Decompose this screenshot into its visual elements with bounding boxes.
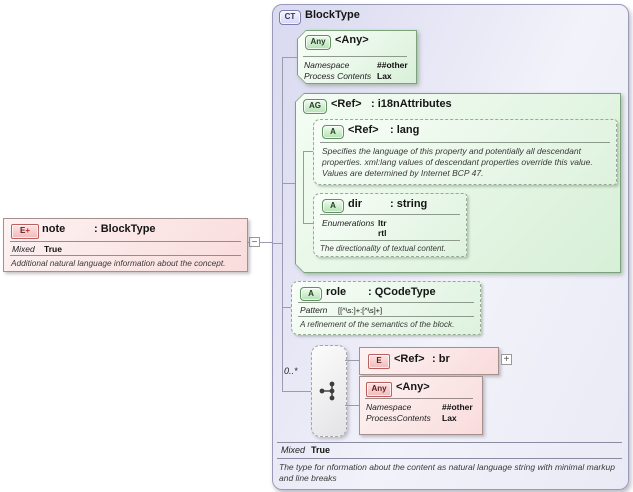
property-label: Process Contents bbox=[304, 71, 372, 81]
connector-line bbox=[282, 307, 291, 308]
element-name: <Ref> bbox=[394, 353, 425, 365]
dir-attribute-box[interactable]: A dir : string Enumerations ltr rtl The … bbox=[313, 193, 467, 257]
attribute-type: : lang bbox=[390, 124, 420, 136]
plus-icon: + bbox=[503, 354, 510, 365]
divider bbox=[298, 302, 474, 303]
attribute-name: dir bbox=[348, 198, 363, 210]
mixed-label: Mixed bbox=[281, 445, 306, 455]
divider bbox=[320, 240, 460, 241]
complex-type-container[interactable]: CT BlockType Any <Any> Namespace ##other… bbox=[272, 4, 629, 490]
connector-line bbox=[282, 57, 283, 391]
divider bbox=[303, 56, 407, 57]
divider bbox=[277, 442, 622, 443]
choice-icon bbox=[319, 381, 335, 401]
element-badge: E+ bbox=[11, 224, 39, 239]
property-label: Namespace bbox=[304, 60, 350, 70]
enumerations-label: Enumerations bbox=[322, 218, 375, 228]
attribute-group-name: <Ref> bbox=[331, 98, 362, 110]
element-type: : br bbox=[432, 353, 450, 365]
any-badge: Any bbox=[366, 382, 392, 397]
divider bbox=[320, 214, 460, 215]
attribute-type: : QCodeType bbox=[368, 286, 436, 298]
property-value: Lax bbox=[442, 413, 457, 423]
mixed-value: True bbox=[311, 445, 331, 455]
plus-icon: + bbox=[25, 226, 30, 235]
complex-type-description: The type for nformation about the conten… bbox=[279, 462, 615, 483]
attribute-badge: A bbox=[300, 287, 322, 301]
connector-line bbox=[303, 223, 313, 224]
role-attribute-box[interactable]: A role : QCodeType Pattern [[^\s:]+:[^\s… bbox=[291, 281, 481, 335]
connector-line bbox=[303, 151, 304, 223]
element-badge: E bbox=[368, 354, 390, 369]
attribute-badge: A bbox=[322, 199, 344, 213]
divider bbox=[10, 241, 241, 242]
property-label: ProcessContents bbox=[366, 413, 431, 423]
minus-icon: − bbox=[251, 237, 258, 248]
connector-line bbox=[282, 391, 311, 392]
any-attribute-box[interactable]: Any <Any> Namespace ##other Process Cont… bbox=[297, 30, 417, 84]
property-value: ##other bbox=[442, 402, 473, 412]
collapse-button[interactable]: − bbox=[249, 237, 260, 248]
connector-line bbox=[273, 243, 282, 244]
attribute-name: role bbox=[326, 286, 347, 298]
br-element-box[interactable]: E <Ref> : br bbox=[359, 347, 499, 375]
expand-button[interactable]: + bbox=[501, 354, 512, 365]
wildcard-name: <Any> bbox=[335, 34, 369, 46]
divider bbox=[298, 316, 474, 317]
mixed-label: Mixed bbox=[12, 244, 35, 254]
any-badge: Any bbox=[305, 35, 331, 50]
attribute-type: : string bbox=[390, 198, 428, 210]
connector-line bbox=[345, 360, 359, 361]
property-value: ##other bbox=[377, 60, 408, 70]
mixed-value: True bbox=[44, 244, 62, 254]
connector-line bbox=[303, 151, 313, 152]
divider bbox=[10, 255, 241, 256]
lang-attribute-box[interactable]: A <Ref> : lang Specifies the language of… bbox=[313, 119, 617, 185]
any-element-box[interactable]: Any <Any> Namespace ##other ProcessConte… bbox=[359, 376, 483, 435]
attribute-group-badge: AG bbox=[303, 99, 327, 114]
attribute-badge: A bbox=[322, 125, 344, 139]
cardinality-label: 0..* bbox=[284, 366, 298, 376]
connector-line bbox=[282, 183, 295, 184]
attribute-description: A refinement of the semantics of the blo… bbox=[300, 320, 455, 329]
divider bbox=[320, 142, 610, 143]
attribute-group-type: : i18nAttributes bbox=[371, 98, 452, 110]
divider bbox=[365, 398, 473, 399]
attribute-description: The directionality of textual content. bbox=[320, 244, 446, 253]
connector-line bbox=[345, 405, 359, 406]
choice-group-box[interactable] bbox=[311, 345, 347, 437]
attribute-description: Specifies the language of this property … bbox=[322, 146, 593, 178]
property-label: Namespace bbox=[366, 402, 412, 412]
enumeration-value: ltr bbox=[378, 218, 387, 228]
enumeration-value: rtl bbox=[378, 228, 387, 238]
divider bbox=[277, 458, 622, 459]
pattern-value: [[^\s:]+:[^\s]+] bbox=[338, 306, 383, 315]
element-description: Additional natural language information … bbox=[11, 258, 226, 268]
attribute-name: <Ref> bbox=[348, 124, 379, 136]
element-type: : BlockType bbox=[94, 223, 156, 235]
connector-line bbox=[282, 57, 297, 58]
complex-type-badge: CT bbox=[279, 10, 301, 25]
complex-type-title: BlockType bbox=[305, 9, 360, 21]
attribute-group-box[interactable]: AG <Ref> : i18nAttributes A <Ref> : lang… bbox=[295, 93, 621, 273]
pattern-label: Pattern bbox=[300, 305, 328, 315]
property-value: Lax bbox=[377, 71, 392, 81]
wildcard-name: <Any> bbox=[396, 381, 430, 393]
note-element-box[interactable]: E+ note : BlockType Mixed True Additiona… bbox=[3, 218, 248, 272]
element-name: note bbox=[42, 223, 66, 235]
